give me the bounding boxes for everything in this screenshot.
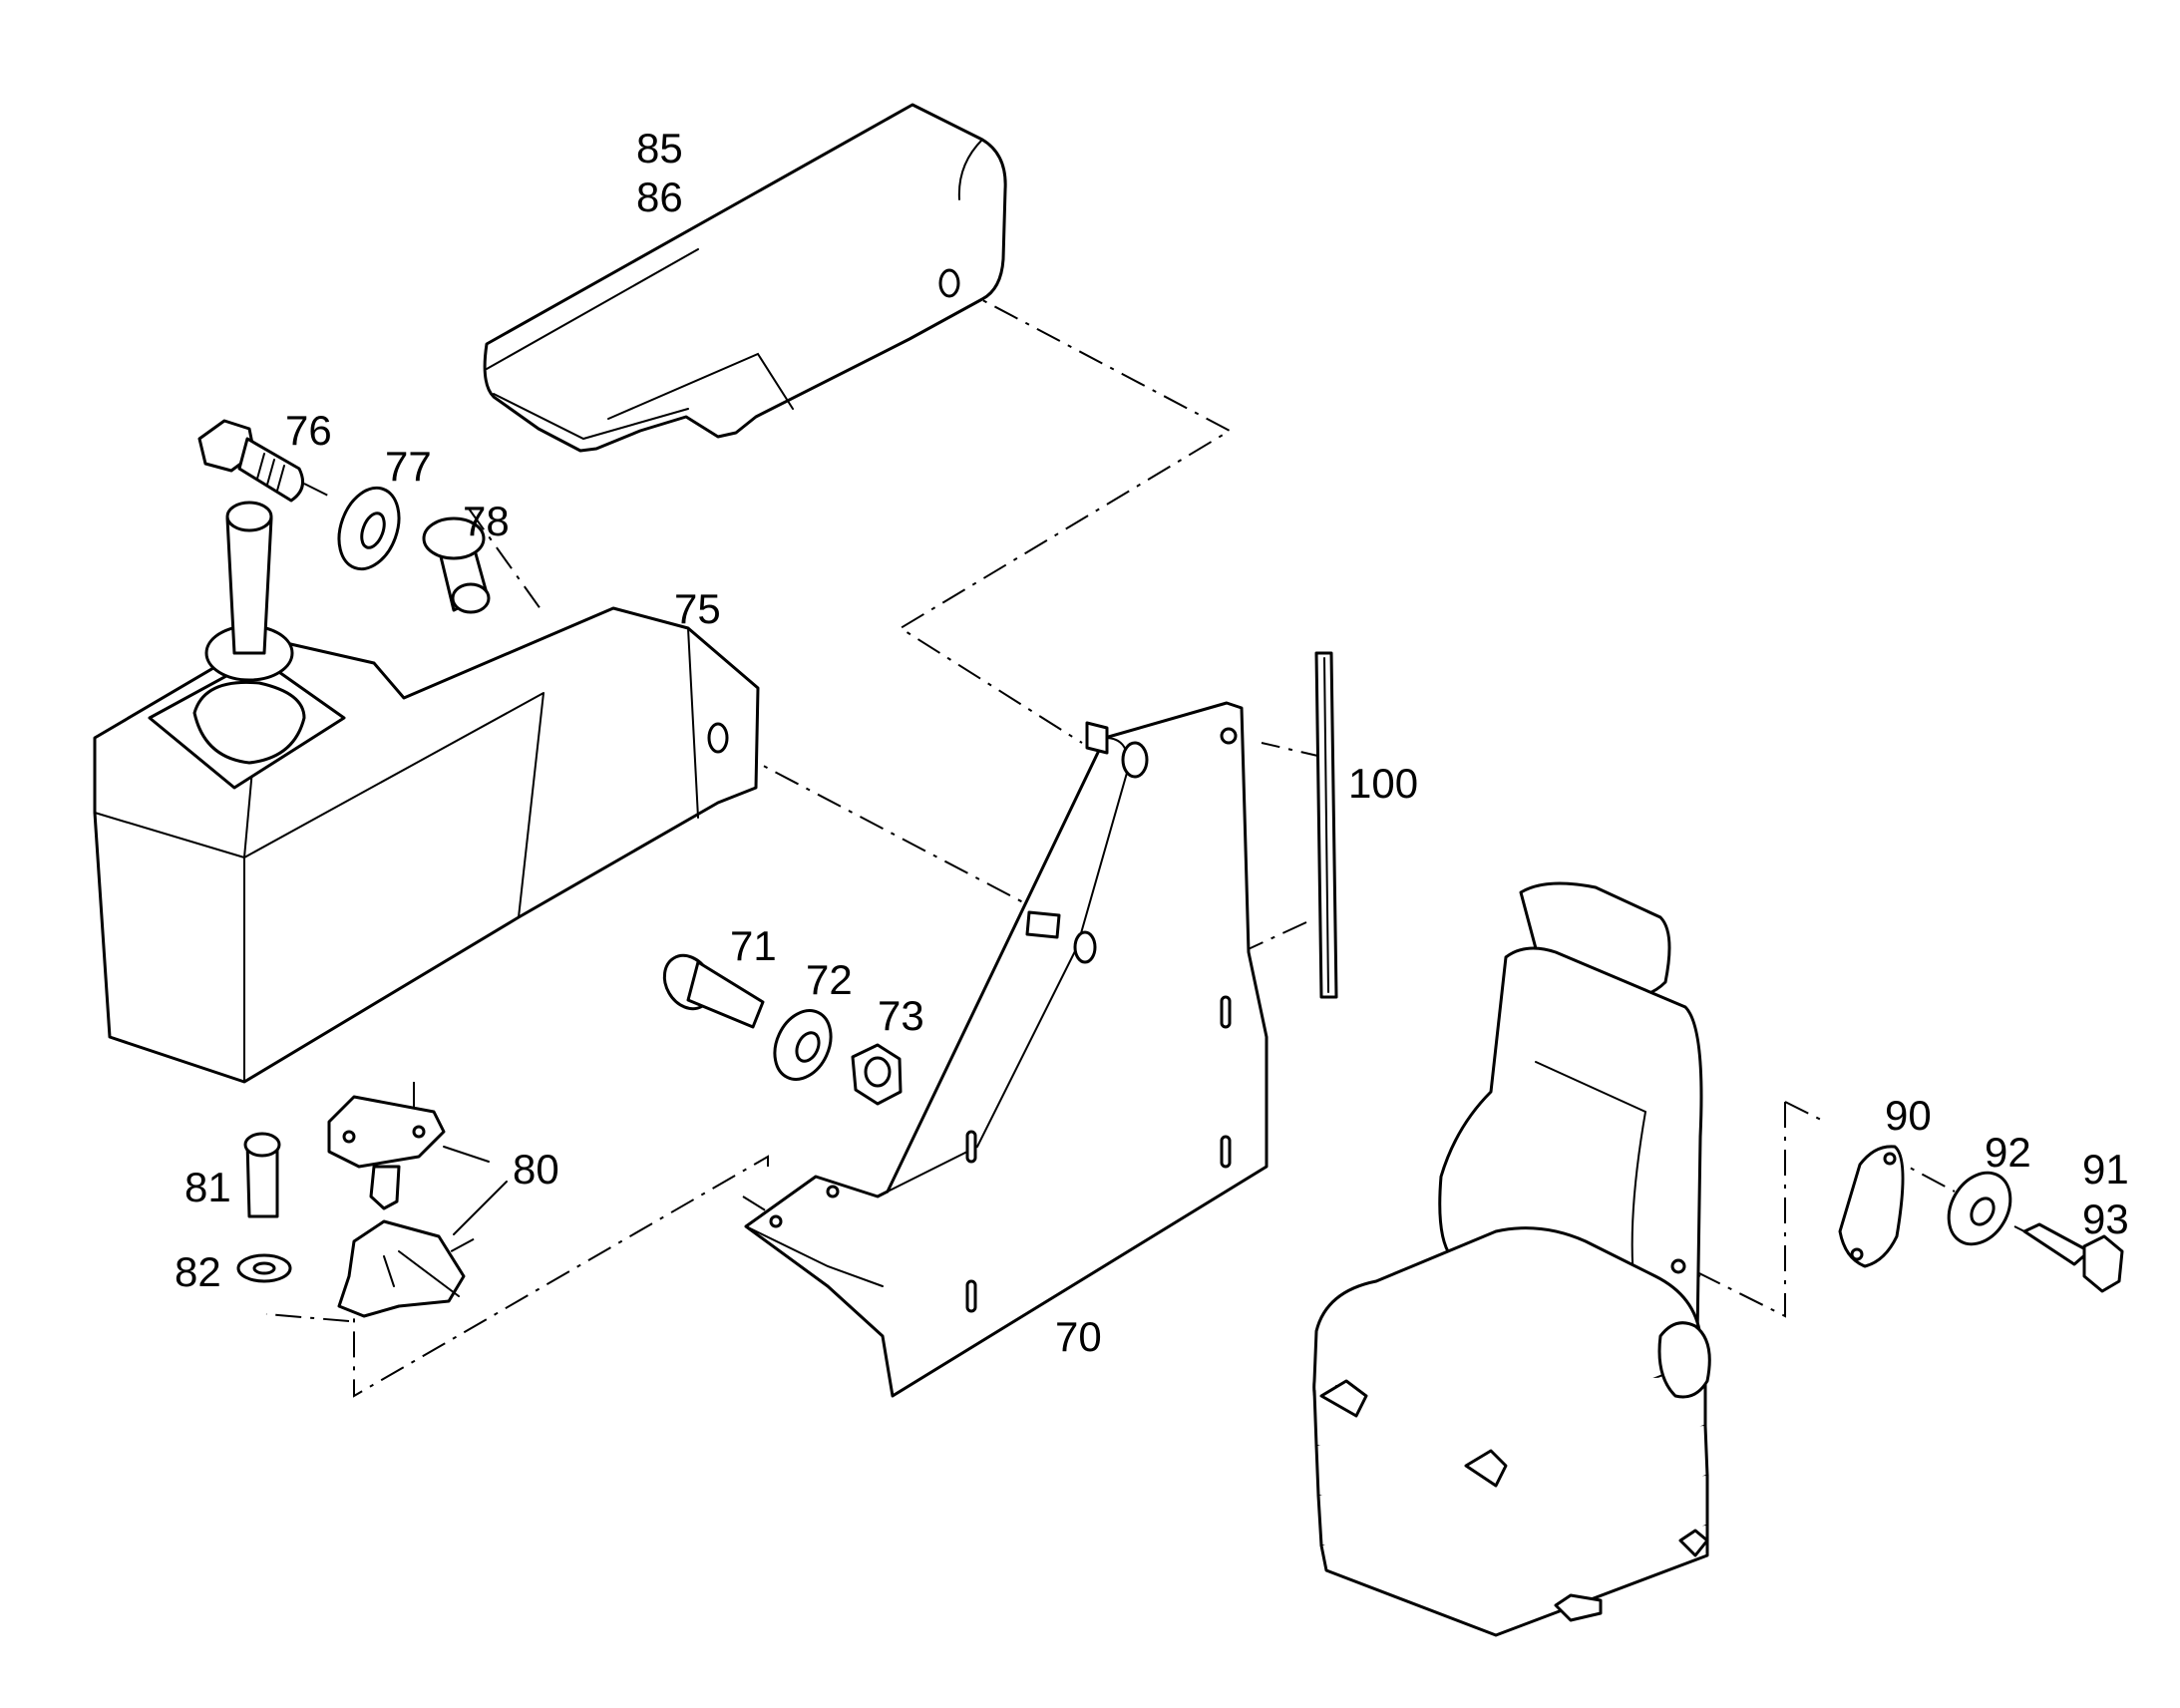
bracket-hole-mid — [1073, 930, 1097, 964]
armrest-pad — [483, 103, 1007, 453]
mounting-bracket — [744, 701, 1269, 1398]
nut-73 — [851, 1043, 903, 1106]
label-82: 82 — [175, 1248, 221, 1295]
label-77: 77 — [385, 443, 432, 490]
screw-81 — [243, 1132, 281, 1218]
part-labels: 70 71 72 73 75 76 77 78 80 81 82 85 86 9… — [175, 125, 2129, 1360]
washer-72 — [773, 1009, 833, 1081]
label-78: 78 — [463, 498, 510, 544]
label-75: 75 — [674, 585, 721, 632]
joystick-console — [93, 501, 760, 1084]
label-92: 92 — [1985, 1129, 2031, 1176]
washer-82 — [236, 1253, 292, 1283]
trim-strip — [1314, 651, 1338, 999]
label-86: 86 — [636, 173, 683, 220]
bushing-78 — [422, 516, 491, 614]
bolt-91-93 — [2022, 1222, 2124, 1293]
leader-lines — [443, 1146, 508, 1235]
console-hole — [707, 722, 729, 754]
assembly-lines — [265, 283, 2065, 1398]
washer-92 — [1947, 1171, 2012, 1246]
label-81: 81 — [184, 1164, 231, 1210]
washer-77 — [337, 486, 401, 571]
label-70: 70 — [1055, 1313, 1102, 1360]
label-91: 91 — [2082, 1146, 2129, 1193]
label-80: 80 — [513, 1146, 559, 1193]
bolt-76 — [197, 419, 305, 503]
bolt-71 — [662, 953, 765, 1029]
switch-80 — [327, 1095, 466, 1318]
label-73: 73 — [878, 992, 924, 1039]
bracket-hole-top — [1121, 741, 1149, 779]
label-72: 72 — [806, 956, 853, 1003]
label-100: 100 — [1348, 760, 1418, 807]
operator-seat — [1312, 881, 1711, 1637]
cover-plate-90 — [1838, 1145, 1905, 1268]
label-93: 93 — [2082, 1196, 2129, 1242]
label-76: 76 — [285, 407, 332, 454]
label-71: 71 — [730, 922, 777, 969]
label-85: 85 — [636, 125, 683, 171]
armrest-hole — [938, 268, 960, 298]
label-90: 90 — [1885, 1092, 1932, 1139]
